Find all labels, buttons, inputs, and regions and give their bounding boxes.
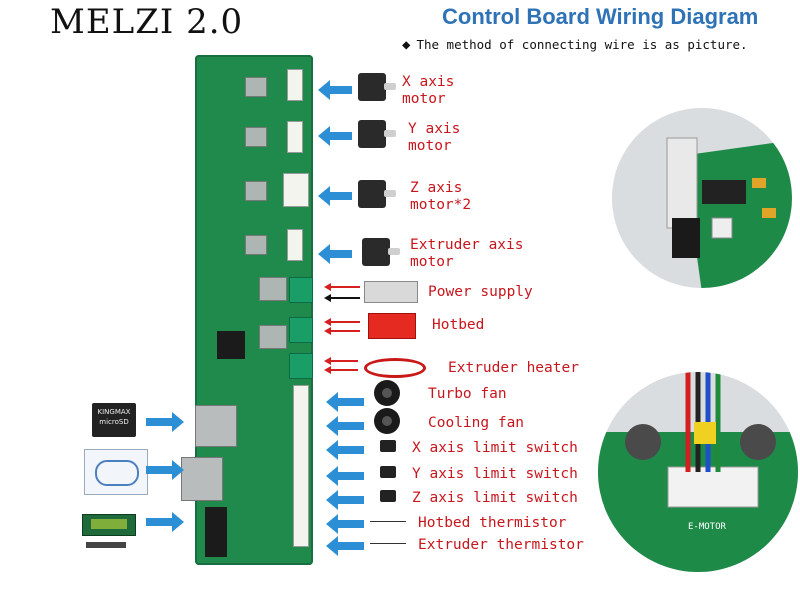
power-supply-label: Power supply [428, 284, 533, 300]
driver-heatsink-e [245, 235, 267, 255]
y-motor-arrow [318, 126, 352, 146]
driver-heatsink-z [245, 181, 267, 201]
driver-heatsink-y [245, 127, 267, 147]
power-negative-arrow [324, 294, 360, 302]
x-motor-connector [287, 69, 303, 101]
heater-arrow-1 [324, 357, 358, 365]
sd-brand: KINGMAX [97, 408, 131, 416]
y-motor-connector [287, 121, 303, 153]
hotbed-thermistor-icon [370, 521, 406, 522]
y-limit-label: Y axis limit switch [412, 466, 578, 482]
power-positive-arrow [324, 283, 360, 291]
e-motor-silkscreen: E-MOTOR [688, 522, 726, 532]
sd-type: microSD [99, 418, 129, 426]
mosfet-heatsink-2 [259, 325, 287, 349]
z-limit-arrow [326, 490, 364, 510]
extruder-heater-label: Extruder heater [448, 360, 579, 376]
bottom-detail-illustration [598, 372, 798, 572]
top-detail-illustration [612, 108, 792, 288]
z-stepper-motor-icon [358, 180, 396, 208]
x-limit-label: X axis limit switch [412, 440, 578, 456]
hotbed-arrow-2 [324, 327, 360, 335]
lcd-arrow [146, 512, 184, 532]
turbo-fan-icon [374, 380, 400, 406]
e-stepper-motor-icon [362, 238, 400, 266]
detail-photo-bottom: E-MOTOR [598, 372, 798, 572]
note-text: The method of connecting wire is as pict… [416, 37, 748, 52]
e-motor-arrow [318, 244, 352, 264]
page-title: MELZI 2.0 [50, 2, 244, 42]
heater-arrow-2 [324, 366, 358, 374]
hotbed-thermistor-label: Hotbed thermistor [418, 515, 567, 531]
z-motor-arrow [318, 186, 352, 206]
power-supply-icon [364, 281, 418, 303]
driver-heatsink-x [245, 77, 267, 97]
y-limit-switch-icon [380, 466, 396, 478]
instruction-note: ◆ The method of connecting wire is as pic… [402, 37, 748, 53]
extruder-thermistor-icon [370, 543, 406, 544]
hotbed-label: Hotbed [432, 317, 485, 333]
extruder-heater-icon [364, 358, 426, 378]
cooling-fan-icon [374, 408, 400, 434]
turbo-fan-label: Turbo fan [428, 386, 507, 402]
sd-card-arrow [146, 412, 184, 432]
hotbed-terminal [289, 317, 313, 343]
extruder-thermistor-arrow [326, 536, 364, 556]
extruder-thermistor-label: Extruder thermistor [418, 537, 584, 553]
x-stepper-motor-icon [358, 73, 396, 101]
z-limit-label: Z axis limit switch [412, 490, 578, 506]
microcontroller [217, 331, 245, 359]
turbo-fan-arrow [326, 392, 364, 412]
mosfet-heatsink-1 [259, 277, 287, 301]
x-limit-arrow [326, 440, 364, 460]
diamond-bullet-icon: ◆ [402, 37, 411, 53]
z-motor-connector [283, 173, 309, 207]
z-limit-switch-icon [380, 490, 396, 502]
x-limit-switch-icon [380, 440, 396, 452]
hotbed-thermistor-arrow [326, 514, 364, 534]
melzi-board [181, 55, 313, 565]
lcd-ribbon-cable-icon [86, 542, 126, 548]
endstop-connectors [293, 385, 309, 547]
usb-arrow [146, 460, 184, 480]
e-motor-connector [287, 229, 303, 261]
detail-photo-top [612, 108, 792, 288]
power-terminal [289, 277, 313, 303]
diagram-subtitle: Control Board Wiring Diagram [442, 4, 759, 29]
hotbed-icon [368, 313, 416, 339]
lcd-panel-icon [82, 514, 136, 536]
cooling-fan-arrow [326, 416, 364, 436]
usb-port [181, 457, 223, 501]
y-limit-arrow [326, 466, 364, 486]
lcd-header [205, 507, 227, 557]
y-stepper-motor-icon [358, 120, 396, 148]
microsd-card-icon: KINGMAX microSD [92, 403, 136, 437]
heater-terminal [289, 353, 313, 379]
usb-cable-icon [84, 449, 148, 495]
sd-slot [195, 405, 237, 447]
cooling-fan-label: Cooling fan [428, 415, 525, 431]
hotbed-arrow-1 [324, 318, 360, 326]
x-motor-arrow [318, 80, 352, 100]
